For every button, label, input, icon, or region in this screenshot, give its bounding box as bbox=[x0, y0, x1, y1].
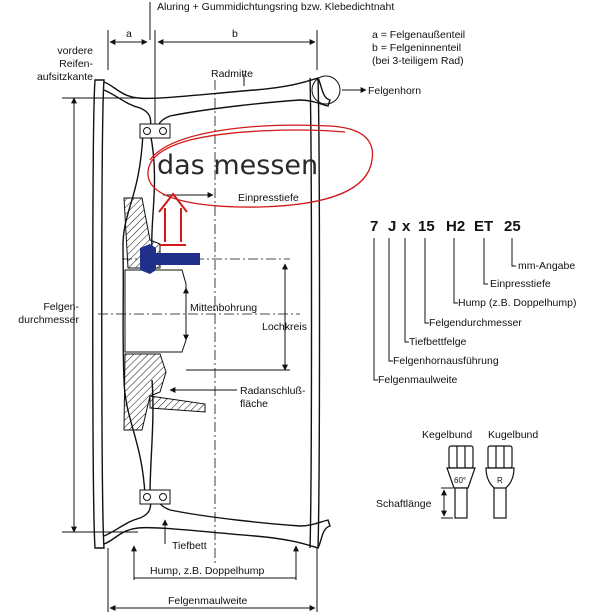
radanschluss-label-1: Radanschluß- bbox=[240, 385, 306, 397]
code-part-J: J bbox=[388, 218, 396, 235]
kegelbund-label: Kegelbund bbox=[422, 429, 472, 441]
schaftlaenge-label: Schaftlänge bbox=[376, 498, 432, 510]
code-part-H2: H2 bbox=[446, 218, 465, 235]
code-part-15: 15 bbox=[418, 218, 435, 235]
dim-b-label: b bbox=[232, 28, 238, 40]
kegelbund-bolt bbox=[446, 445, 476, 519]
top-note: Aluring + Gummidichtungsring bzw. Klebed… bbox=[157, 1, 394, 13]
rim-bottom-contour bbox=[103, 495, 331, 549]
legend-a: a = Felgenaußenteil bbox=[372, 29, 465, 41]
bolt-head bbox=[140, 244, 156, 274]
legend-mm: mm-Angabe bbox=[518, 260, 575, 272]
kegelbund-head bbox=[448, 445, 474, 469]
bolt-shank bbox=[156, 253, 200, 265]
red-up-arrow bbox=[158, 192, 188, 242]
disc-outline bbox=[122, 131, 146, 496]
leader-horn bbox=[388, 238, 393, 362]
leader-mm bbox=[511, 238, 516, 267]
tiefbett-label: Tiefbett bbox=[172, 540, 207, 552]
code-leaders bbox=[373, 238, 516, 381]
legend-hump: Hump (z.B. Doppelhump) bbox=[458, 297, 576, 309]
annotation-text: das messen bbox=[157, 150, 318, 181]
legend-einpresstiefe: Einpresstiefe bbox=[490, 278, 551, 290]
rivet-top-right bbox=[159, 127, 167, 135]
schaft-dimension bbox=[441, 487, 453, 519]
lochkreis-label: Lochkreis bbox=[262, 321, 307, 333]
felgenhorn-label: Felgenhorn bbox=[368, 85, 421, 97]
kugelbund-label: Kugelbund bbox=[488, 429, 538, 441]
legend-felgenhornausfuehrung: Felgenhornausführung bbox=[393, 355, 499, 367]
legend-felgenmaulweite: Felgenmaulweite bbox=[378, 374, 458, 386]
leader-hump bbox=[453, 238, 458, 304]
vordere-label-2: Reifen- bbox=[59, 58, 93, 70]
kegelbund-shank bbox=[454, 487, 468, 519]
rivet-top-left bbox=[143, 127, 151, 135]
felgendurchmesser-label-2: durchmesser bbox=[18, 314, 79, 326]
top-dimensions bbox=[107, 2, 318, 125]
dim-a-label: a bbox=[126, 28, 132, 40]
felgenhorn-circle bbox=[311, 75, 341, 105]
code-part-7: 7 bbox=[370, 218, 378, 235]
mounting-face bbox=[149, 395, 206, 413]
code-part-ET: ET bbox=[474, 218, 493, 235]
rim-bottom-inner bbox=[103, 495, 152, 537]
radmitte-label: Radmitte bbox=[211, 68, 253, 80]
rim-right-edge-2 bbox=[317, 77, 321, 549]
hub-bore bbox=[124, 269, 187, 353]
code-part-25: 25 bbox=[504, 218, 521, 235]
wheel-bolt bbox=[140, 244, 200, 274]
legend-b-note: (bei 3-teiligem Rad) bbox=[372, 55, 464, 67]
leader-einpresstiefe bbox=[483, 238, 488, 285]
legend-tiefbettfelge: Tiefbettfelge bbox=[409, 336, 467, 348]
legend-felgendurchmesser: Felgendurchmesser bbox=[429, 317, 522, 329]
kugelbund-bolt bbox=[485, 445, 515, 519]
rivet-bottom-right bbox=[159, 493, 167, 501]
rim-top-contour bbox=[103, 77, 331, 131]
hump-label: Hump, z.B. Doppelhump bbox=[150, 565, 265, 577]
disc-inner-top bbox=[149, 131, 156, 251]
kegelbund-cone bbox=[446, 467, 476, 489]
felgendurchmesser-label-1: Felgen- bbox=[43, 301, 79, 313]
kugelbund-head bbox=[487, 445, 513, 469]
felgenmaulweite-bottom-label: Felgenmaulweite bbox=[168, 595, 248, 607]
red-annotation bbox=[147, 124, 374, 246]
kugelbund-shank bbox=[493, 487, 507, 519]
disc-hub-lower bbox=[123, 353, 167, 431]
disc-sections bbox=[123, 123, 206, 505]
leader-durchmesser bbox=[424, 238, 429, 324]
vordere-label-1: vordere bbox=[57, 45, 93, 57]
kugelbund-radius: R bbox=[497, 476, 503, 485]
wheel-code: 7 J x 15 H2 ET 25 bbox=[370, 218, 521, 235]
rim-top-inner bbox=[103, 89, 152, 131]
einpresstiefe-label: Einpresstiefe bbox=[238, 192, 299, 204]
code-part-x: x bbox=[402, 218, 411, 235]
leader-tiefbett bbox=[404, 238, 409, 343]
rivet-bottom-left bbox=[143, 493, 151, 501]
leader-maulweite bbox=[373, 238, 378, 381]
legend-b: b = Felgeninnenteil bbox=[372, 42, 461, 54]
kegelbund-angle: 60° bbox=[454, 476, 466, 485]
mittenbohrung-label: Mittenbohrung bbox=[190, 302, 257, 314]
dimension-lines bbox=[62, 74, 367, 612]
radanschluss-label-2: fläche bbox=[240, 398, 268, 410]
rim-right-edge bbox=[309, 77, 313, 549]
vordere-label-3: aufsitzkante bbox=[37, 71, 93, 83]
red-circle-scribble bbox=[147, 124, 374, 208]
